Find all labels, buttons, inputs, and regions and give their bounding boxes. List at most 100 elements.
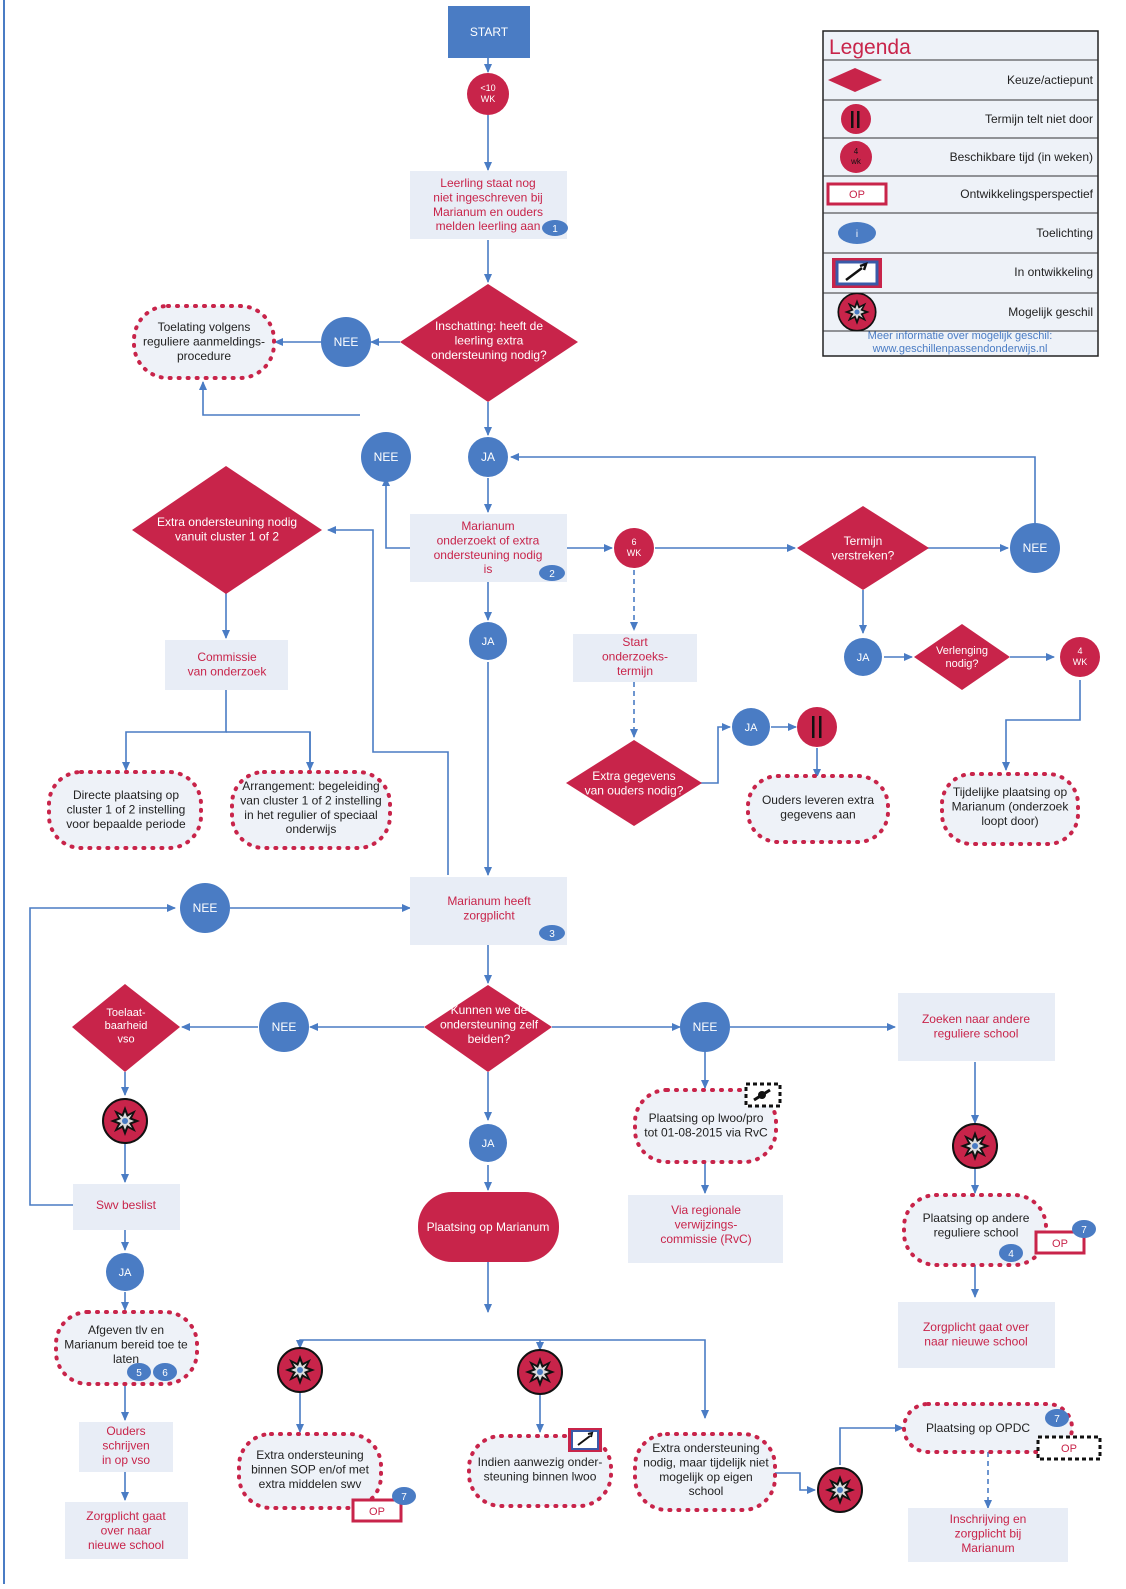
node-text-line: gegevens aan bbox=[780, 807, 855, 821]
svg-text:wk: wk bbox=[850, 157, 862, 166]
ja-circle-mid bbox=[469, 1124, 507, 1162]
sop-box bbox=[237, 1432, 383, 1510]
nee-label-loop: NEE bbox=[193, 901, 218, 915]
ouders-leveren-box bbox=[746, 774, 890, 844]
node-text-line: zorgplicht bbox=[463, 908, 515, 922]
info-badge-1 bbox=[542, 220, 568, 236]
ja-label-1: JA bbox=[481, 450, 495, 464]
node-text-line: Plaatsing op OPDC bbox=[926, 1421, 1030, 1435]
node-text-line: 6 bbox=[631, 537, 636, 547]
info-badge-1-label: 1 bbox=[552, 224, 558, 235]
extra-cluster-diamond bbox=[132, 466, 322, 594]
node-text-line: NEE bbox=[193, 901, 218, 915]
node-text-line: NEE bbox=[272, 1020, 297, 1034]
op-label-sop: OP bbox=[369, 1506, 385, 1518]
node-text-line: Kunnen we de bbox=[451, 1003, 528, 1017]
inschrijving-box bbox=[908, 1508, 1068, 1562]
tijdelijk-niet-box bbox=[633, 1432, 777, 1512]
swv-box bbox=[73, 1184, 180, 1230]
op-box-andere bbox=[1034, 1230, 1086, 1255]
node-text-line: 4 bbox=[1008, 1249, 1014, 1260]
node-text-line: Via regionale bbox=[671, 1203, 741, 1217]
node-text-line: Marianum bereid toe te bbox=[64, 1337, 188, 1351]
node-text-line: Plaatsing op lwoo/pro bbox=[649, 1111, 764, 1125]
ja-circle-swv bbox=[106, 1253, 144, 1291]
weeks-circle-icon: 4 wk bbox=[840, 141, 872, 173]
legend-label-keuze: Keuze/actiepunt bbox=[1007, 73, 1094, 87]
info-badge-3-label: 3 bbox=[549, 929, 555, 940]
node-text-line: school bbox=[689, 1484, 724, 1498]
node-text-line: procedure bbox=[177, 349, 231, 363]
op-label-opdc: OP bbox=[1061, 1443, 1077, 1455]
verlenging-diamond bbox=[914, 624, 1010, 690]
legend: Legenda Keuze/actiepunt Termijn telt nie… bbox=[822, 30, 1099, 357]
connectors bbox=[29, 58, 1081, 1509]
dispute-burst-icon bbox=[517, 1349, 563, 1395]
node-text-line: 7 bbox=[401, 1492, 407, 1503]
lwoo-label: Indien aanwezig onder-steuning binnen lw… bbox=[478, 1455, 603, 1483]
nee-label-1: NEE bbox=[334, 335, 359, 349]
node-text-line: cluster 1 of 2 instelling bbox=[67, 802, 186, 816]
node-text-line: verstreken? bbox=[832, 548, 895, 562]
node-text-line: vso bbox=[117, 1033, 134, 1045]
info-badge-7-andere bbox=[1072, 1220, 1096, 1238]
node-text-line: termijn bbox=[617, 664, 653, 678]
node-text-line: 7 bbox=[1054, 1414, 1060, 1425]
node-text-line: ondersteuning nodig? bbox=[431, 348, 547, 362]
node-text-line: Marianum en ouders bbox=[433, 205, 543, 219]
node-text-line: JA bbox=[119, 1267, 133, 1279]
zorgplicht-nieuw-box bbox=[898, 1302, 1055, 1368]
legend-label-toelichting: Toelichting bbox=[1036, 226, 1093, 240]
legend-label-tijd: Beschikbare tijd (in weken) bbox=[950, 150, 1093, 164]
info-badge-7-andere-label: 7 bbox=[1081, 1225, 1087, 1236]
node-text-line: binnen SOP en/of met bbox=[251, 1462, 370, 1476]
node-text-line: Plaatsing op andere bbox=[923, 1211, 1030, 1225]
node-text-line: Inschrijving en bbox=[950, 1512, 1027, 1526]
node-text-line: mogelijk op eigen bbox=[659, 1470, 752, 1484]
node-text-line: 6 bbox=[162, 1368, 168, 1379]
node-text-line: START bbox=[470, 25, 509, 39]
node-text-line: reguliere aanmeldings- bbox=[143, 334, 265, 348]
directe-box bbox=[47, 770, 203, 850]
ja-label-swv: JA bbox=[119, 1267, 133, 1279]
node-text-line: commissie (RvC) bbox=[660, 1232, 751, 1246]
node-text-line: tot 01-08-2015 via RvC bbox=[644, 1125, 768, 1139]
node-text-line: Plaatsing op Marianum bbox=[427, 1220, 550, 1234]
ja-circle-gegevens bbox=[732, 708, 770, 746]
node-text-line: Extra ondersteuning bbox=[256, 1448, 363, 1462]
node-text-line: van cluster 1 of 2 instelling bbox=[240, 793, 381, 807]
wrench-icon bbox=[568, 1428, 602, 1452]
node-text-line: 4 bbox=[1077, 646, 1082, 656]
node-text-line: Ouders bbox=[106, 1424, 145, 1438]
legend-title: Legenda bbox=[829, 36, 911, 59]
dispute-burst-icon bbox=[277, 1347, 323, 1393]
nee-circle-1 bbox=[321, 317, 371, 367]
nee-circle-loop bbox=[180, 883, 230, 933]
op-box-sop bbox=[351, 1498, 403, 1523]
dispute-in-development-icon bbox=[744, 1082, 782, 1108]
dispute-burst-icon bbox=[952, 1123, 998, 1169]
node-text-line: van ouders nodig? bbox=[585, 783, 684, 797]
node-text-line: 5 bbox=[136, 1368, 142, 1379]
info-badge-7-opdc bbox=[1045, 1409, 1069, 1427]
node-text-line: Zoeken naar andere bbox=[922, 1012, 1030, 1026]
node-text-line: beiden? bbox=[468, 1032, 511, 1046]
node-text-line: Tijdelijke plaatsing op bbox=[953, 785, 1068, 799]
node-text-line: Ouders leveren extra bbox=[762, 793, 874, 807]
lwoo-box bbox=[467, 1434, 613, 1508]
nee-circle-3 bbox=[1010, 523, 1060, 573]
info-badge-5 bbox=[127, 1363, 151, 1381]
ja-circle-2 bbox=[469, 622, 507, 660]
node-text-line: Indien aanwezig onder- bbox=[478, 1455, 603, 1469]
